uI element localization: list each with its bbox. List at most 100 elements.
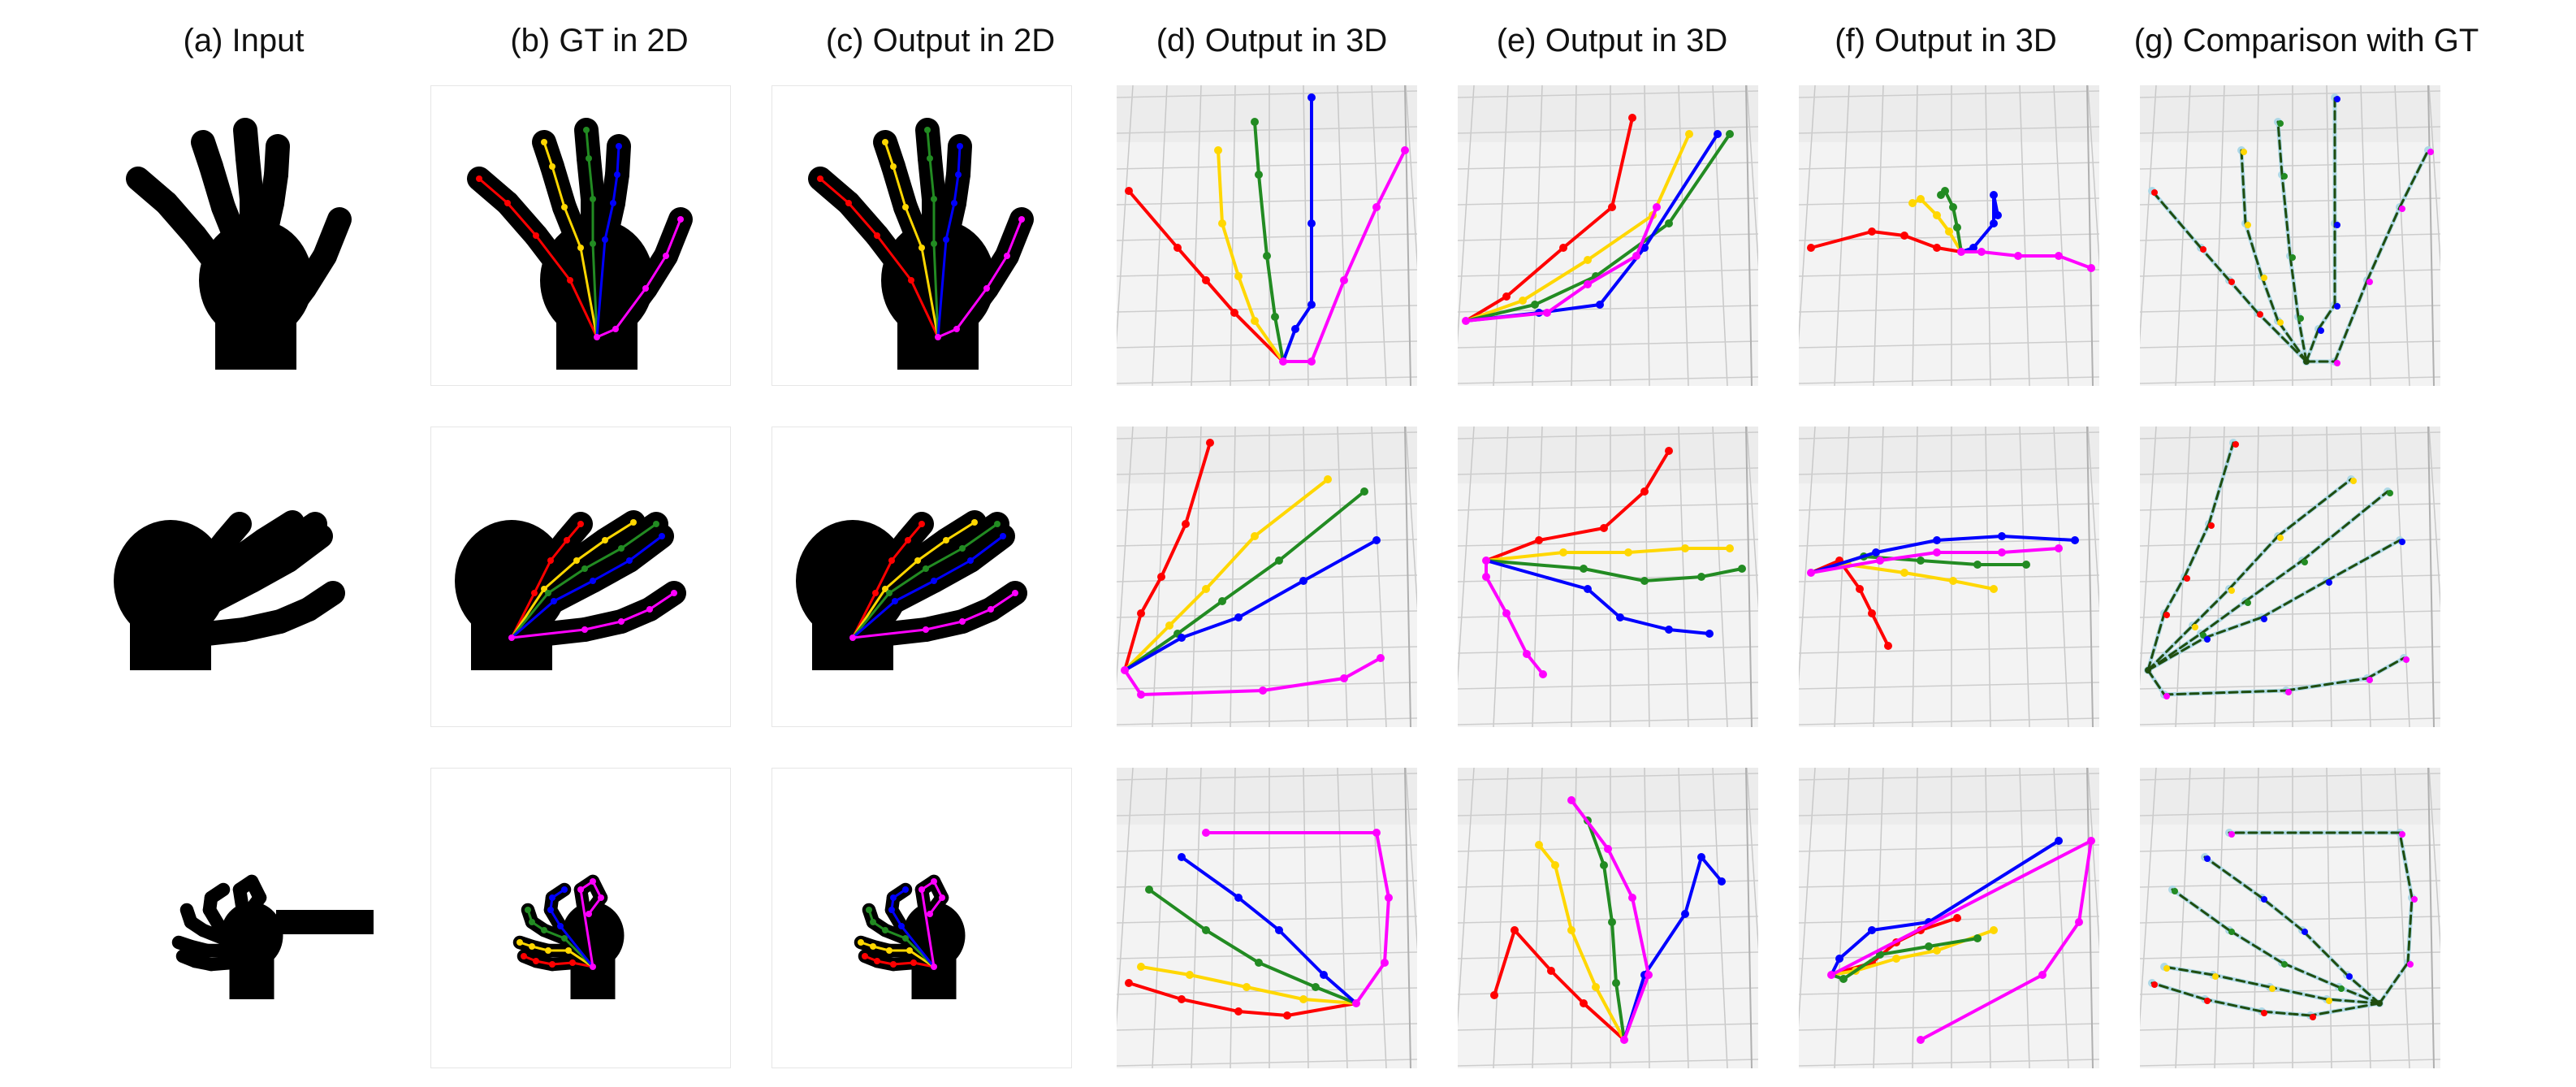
pinky-joint (923, 626, 929, 633)
thumb-joint (2151, 189, 2158, 196)
column-title-d: (d) Output in 3D (1156, 23, 1388, 58)
middle-joint (882, 927, 888, 933)
middle-bone (1919, 559, 1979, 566)
ring-bone (2260, 896, 2304, 932)
thumb-joint (1490, 991, 1498, 999)
pinky-bone (1505, 612, 1528, 656)
thumb-joint (2208, 522, 2215, 529)
index-joint (1624, 548, 1632, 556)
ring-bone (1294, 303, 1313, 331)
thumb-joint (1182, 520, 1190, 528)
index-joint (1726, 544, 1734, 552)
index-joint (1165, 621, 1173, 630)
thumb-bone (1858, 587, 1874, 615)
pinky-bone (1635, 206, 1658, 258)
wrist-silhouette (911, 951, 957, 999)
panel-e-closed-fist (1458, 768, 1758, 1068)
thumb-bone (1549, 969, 1585, 1005)
middle-bone (2280, 173, 2292, 258)
pinky-joint (1137, 691, 1145, 699)
middle-bone (1257, 173, 1269, 258)
thumb-bone (1903, 234, 1938, 249)
pinky-joint (1340, 276, 1348, 284)
thumb-joint (1608, 203, 1616, 211)
panel-graphic (1799, 85, 2099, 386)
thumb-joint (531, 590, 538, 596)
finger-silhouette (240, 890, 267, 921)
thumb-bone (1610, 116, 1634, 209)
ring-joint (2204, 636, 2211, 643)
middle-joint (902, 935, 909, 942)
ring-joint (1307, 93, 1316, 102)
wrist-silhouette (215, 321, 296, 370)
wrist-joint (2145, 667, 2151, 673)
ring-joint (1178, 634, 1186, 642)
pinky-bone (1123, 669, 1143, 696)
ring-joint (1307, 301, 1316, 309)
middle-bone (2337, 985, 2381, 1005)
index-joint (870, 943, 876, 950)
ring-joint (1994, 211, 2002, 219)
ring-joint (931, 578, 937, 584)
ring-joint (902, 886, 909, 893)
middle-joint (1973, 561, 1982, 569)
index-joint (2350, 478, 2357, 484)
middle-bone (1277, 490, 1366, 562)
thumb-joint (2204, 998, 2211, 1004)
wrist-joint (1827, 971, 1835, 979)
pinky-bone (2366, 206, 2401, 282)
index-joint (943, 537, 949, 544)
index-joint (1892, 955, 1900, 963)
index-joint (630, 519, 637, 526)
pinky-bone (1375, 831, 1390, 899)
ring-bone (603, 201, 615, 241)
ring-bone (1927, 839, 2060, 924)
index-joint (2326, 998, 2332, 1004)
pinky-bone (1980, 250, 2020, 258)
index-bone (1854, 957, 1898, 972)
middle-bone (2146, 632, 2202, 672)
pinky-joint (939, 894, 945, 901)
panel-graphic (430, 427, 731, 727)
thumb-bone (1160, 522, 1187, 578)
ring-joint (557, 923, 564, 929)
middle-bone (1878, 945, 1930, 956)
thumb-bone (1139, 575, 1163, 615)
index-bone (1123, 624, 1171, 672)
ring-bone (1619, 616, 1671, 631)
thumb-joint (1125, 979, 1133, 987)
middle-joint (2200, 632, 2206, 639)
thumb-bone (571, 961, 594, 968)
ring-joint (602, 236, 608, 243)
middle-joint (1697, 573, 1705, 581)
middle-joint (959, 545, 966, 552)
ring-joint (1872, 548, 1880, 556)
ring-bone (595, 238, 607, 339)
pinky-joint (2075, 918, 2083, 926)
index-bone (1521, 258, 1589, 302)
wrist-joint (2376, 1000, 2383, 1007)
middle-joint (653, 521, 659, 527)
middle-bone (851, 591, 891, 639)
middle-joint (2289, 254, 2296, 261)
middle-joint (2387, 490, 2393, 496)
pinky-joint (2228, 831, 2235, 838)
panel-graphic (1458, 85, 1758, 386)
index-bone (1554, 864, 1573, 932)
ring-bone (1322, 973, 1358, 1005)
pinky-joint (1004, 253, 1010, 259)
ring-bone (559, 925, 594, 968)
pinky-joint (2038, 971, 2047, 979)
wrist-joint (1121, 666, 1129, 674)
middle-joint (583, 127, 590, 133)
middle-bone (1842, 953, 1882, 981)
ring-joint (967, 557, 974, 564)
pinky-joint (2055, 252, 2063, 260)
middle-joint (1600, 861, 1608, 869)
thumb-joint (1547, 967, 1555, 975)
middle-joint (1612, 979, 1620, 987)
pinky-joint (581, 626, 588, 633)
index-bone (1627, 547, 1687, 554)
index-bone (1951, 579, 1995, 591)
ring-joint (2055, 837, 2063, 845)
